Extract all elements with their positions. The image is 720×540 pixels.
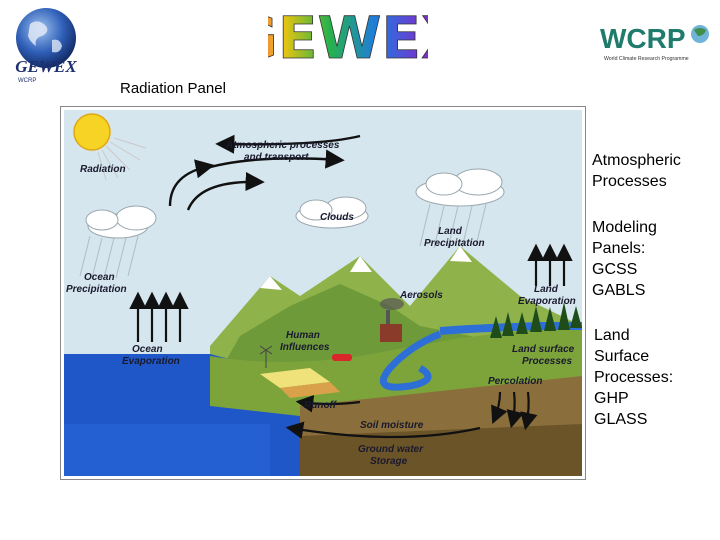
ocean-evaporation-arrows [129, 291, 189, 342]
gewex-title-logo: GEWEX [268, 4, 428, 68]
subsurface-arrows [285, 391, 538, 439]
label-groundwater-2: Storage [370, 456, 408, 467]
side-line: Panels: [592, 240, 646, 257]
label-atmo-transport: and transport [244, 152, 309, 163]
label-human-1: Human [286, 330, 320, 341]
sun-icon [73, 113, 147, 181]
label-land-evap-2: Evaporation [518, 296, 576, 307]
label-land-precip-2: Precipitation [424, 238, 485, 249]
label-runoff: Runoff [304, 400, 338, 411]
label-groundwater-1: Ground water [358, 444, 424, 455]
left-logo-text: GEWEX [15, 57, 77, 76]
wcrp-logo: WCRP World Climate Research Programme [600, 23, 709, 62]
label-aerosols: Aerosols [399, 290, 443, 301]
right-logo-subtext: World Climate Research Programme [604, 56, 689, 62]
label-radiation: Radiation [80, 164, 126, 175]
modeling-panels-label: Modeling Panels: GCSS GABLS [592, 217, 657, 301]
right-logo-text: WCRP [600, 23, 686, 54]
cloud-ocean [85, 205, 157, 239]
left-logo-subtext: WCRP [18, 78, 36, 84]
globe-icon [16, 8, 76, 68]
ocean-rain [79, 235, 139, 279]
side-line: Modeling [592, 219, 657, 236]
cloud-land [415, 168, 505, 207]
car-icon [332, 354, 352, 361]
side-line: Processes: [594, 369, 674, 386]
label-clouds: Clouds [320, 212, 354, 223]
factory-icon [380, 298, 404, 342]
label-ocean-evap-1: Ocean [132, 344, 163, 355]
side-line: Surface [594, 348, 650, 365]
label-human-2: Influences [280, 342, 330, 353]
land-surface-processes-label: Land Surface Processes: GHP GLASS [594, 325, 673, 430]
side-line: Atmospheric [592, 152, 681, 169]
label-ocean-precip-1: Ocean [84, 272, 115, 283]
side-line: GCSS [592, 261, 638, 278]
land-evaporation-arrows [527, 243, 573, 286]
center-logo-text: GEWEX [268, 4, 428, 68]
radiation-panel-caption: Radiation Panel [120, 80, 226, 97]
side-line: GLASS [594, 411, 648, 428]
windmill-icon [259, 345, 273, 368]
side-line: GHP [594, 390, 629, 407]
side-line: Land [594, 327, 630, 344]
land-rain [419, 203, 487, 249]
label-soil-moisture: Soil moisture [360, 420, 424, 431]
gewex-globe-logo: GEWEX WCRP [15, 8, 77, 84]
river [379, 330, 442, 391]
water-cycle-diagram: Radiation Atmospheric processes and tran… [60, 106, 586, 480]
label-atmo-processes: Atmospheric processes [225, 140, 340, 151]
label-land-evap-1: Land [534, 284, 559, 295]
forest [490, 302, 582, 338]
side-line: GABLS [592, 282, 646, 299]
cloud-middle [295, 196, 369, 229]
label-percolation: Percolation [488, 376, 542, 387]
label-ocean-evap-2: Evaporation [122, 356, 180, 367]
label-land-precip-1: Land [438, 226, 463, 237]
label-ocean-precip-2: Precipitation [66, 284, 127, 295]
label-land-surface-1: Land surface [512, 344, 575, 355]
side-line: Processes [592, 173, 667, 190]
field [260, 368, 330, 388]
label-land-surface-2: Processes [522, 356, 572, 367]
atmospheric-processes-label: Atmospheric Processes [592, 150, 681, 192]
transport-arrows [168, 134, 361, 211]
